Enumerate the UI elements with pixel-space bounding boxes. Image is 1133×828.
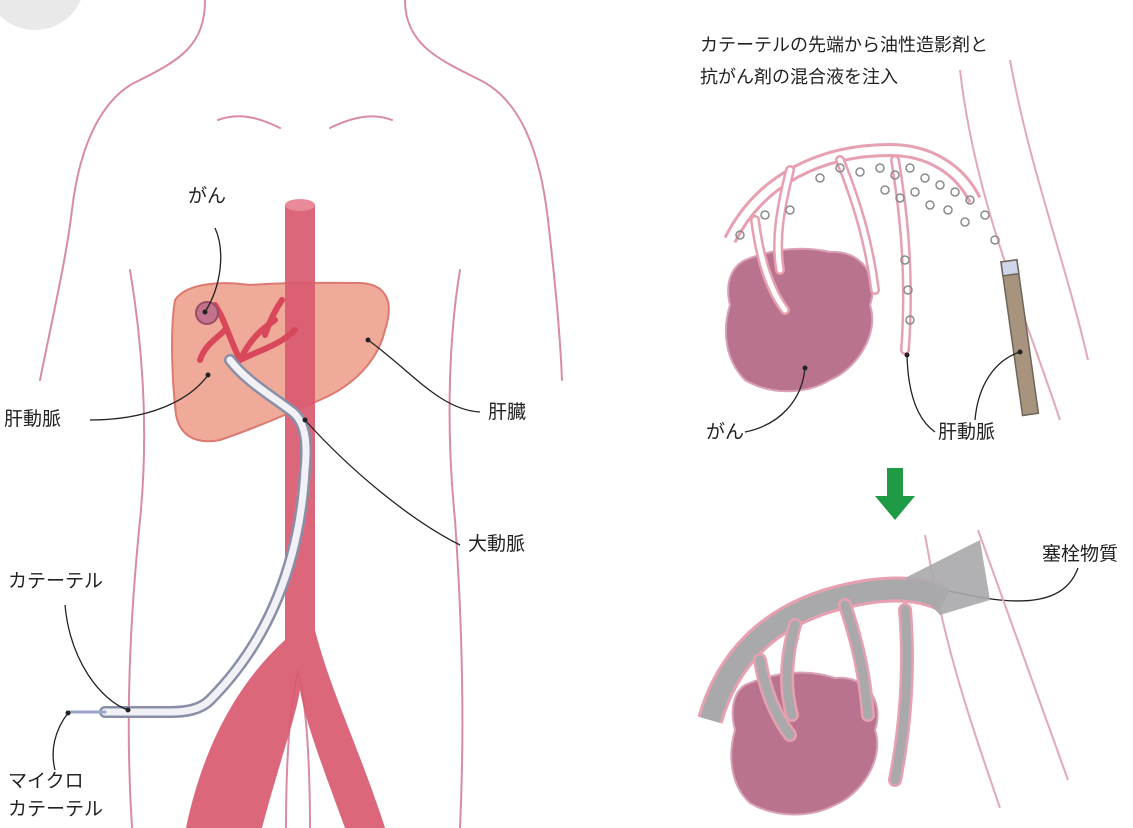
caption-line-2: 抗がん剤の混合液を注入 [700, 62, 898, 94]
label-hepatic-artery-left: 肝動脈 [4, 408, 61, 431]
corner-decoration [0, 0, 85, 30]
tumor-bottom [731, 672, 877, 814]
label-hepatic-artery-right: 肝動脈 [938, 421, 995, 444]
label-microcatheter-line2: カテーテル [8, 798, 103, 821]
embolized-panel [710, 530, 1068, 815]
label-cancer-right: がん [706, 421, 744, 444]
label-catheter: カテーテル [8, 570, 103, 593]
caption-line-1: カテーテルの先端から油性造影剤と [700, 30, 988, 62]
arrow-down-icon [875, 468, 915, 520]
label-liver: 肝臓 [488, 401, 526, 424]
label-aorta: 大動脈 [468, 533, 525, 556]
catheter-tip [1001, 260, 1038, 416]
tumor-top [726, 249, 873, 392]
label-cancer-left: がん [188, 185, 226, 208]
label-embolic-material: 塞栓物質 [1042, 543, 1118, 566]
label-microcatheter-line1: マイクロ [8, 770, 84, 793]
